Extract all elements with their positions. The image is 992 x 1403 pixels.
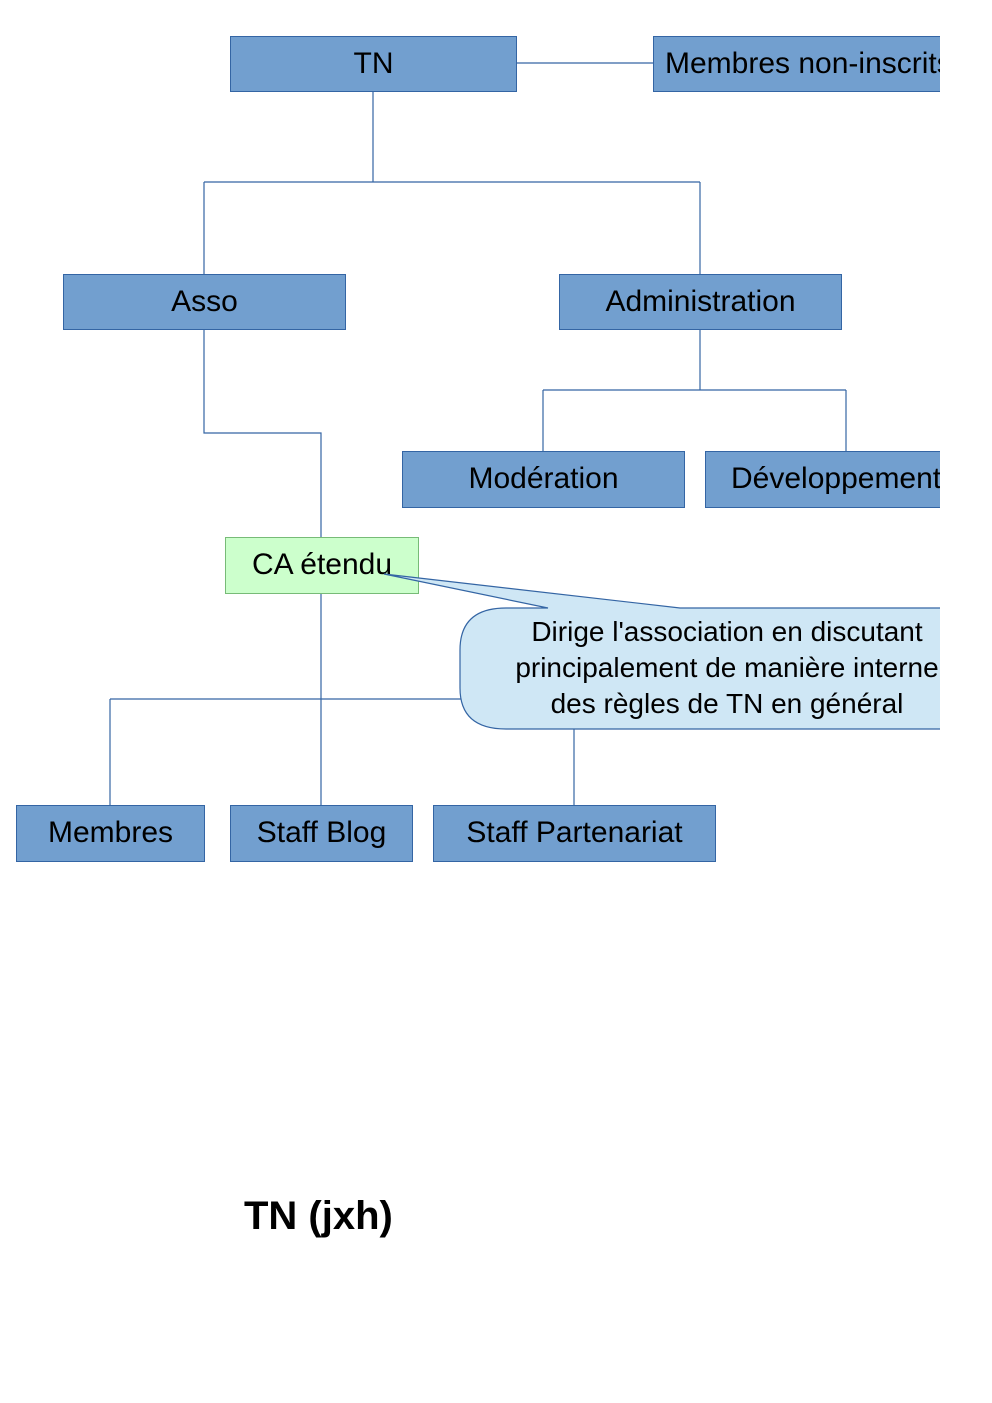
callout-line-3: des règles de TN en général (550, 688, 904, 719)
callout-line-2: principalement de manière interne (515, 652, 939, 683)
node-administration: Administration (559, 274, 842, 330)
node-tn: TN (230, 36, 517, 92)
callout-shape (383, 573, 940, 730)
connector-lines (109, 62, 847, 805)
page-title: TN (jxh) (244, 1194, 393, 1238)
connector-asso-ca (203, 329, 322, 537)
node-ca-etendu: CA étendu (225, 537, 419, 594)
node-staff-partenariat: Staff Partenariat (433, 805, 716, 862)
node-membres: Membres (16, 805, 205, 862)
node-developpement: Développement (705, 451, 940, 508)
callout-line-1: Dirige l'association en discutant (531, 616, 923, 647)
node-staff-blog: Staff Blog (230, 805, 413, 862)
callout-bubble (383, 573, 940, 730)
org-chart: TN Membres non-inscrits Asso Administrat… (16, 36, 940, 862)
callout-text: Dirige l'association en discutant princi… (462, 614, 940, 722)
node-asso: Asso (63, 274, 346, 330)
node-moderation: Modération (402, 451, 685, 508)
node-membres-non-inscrits: Membres non-inscrits (653, 36, 940, 92)
